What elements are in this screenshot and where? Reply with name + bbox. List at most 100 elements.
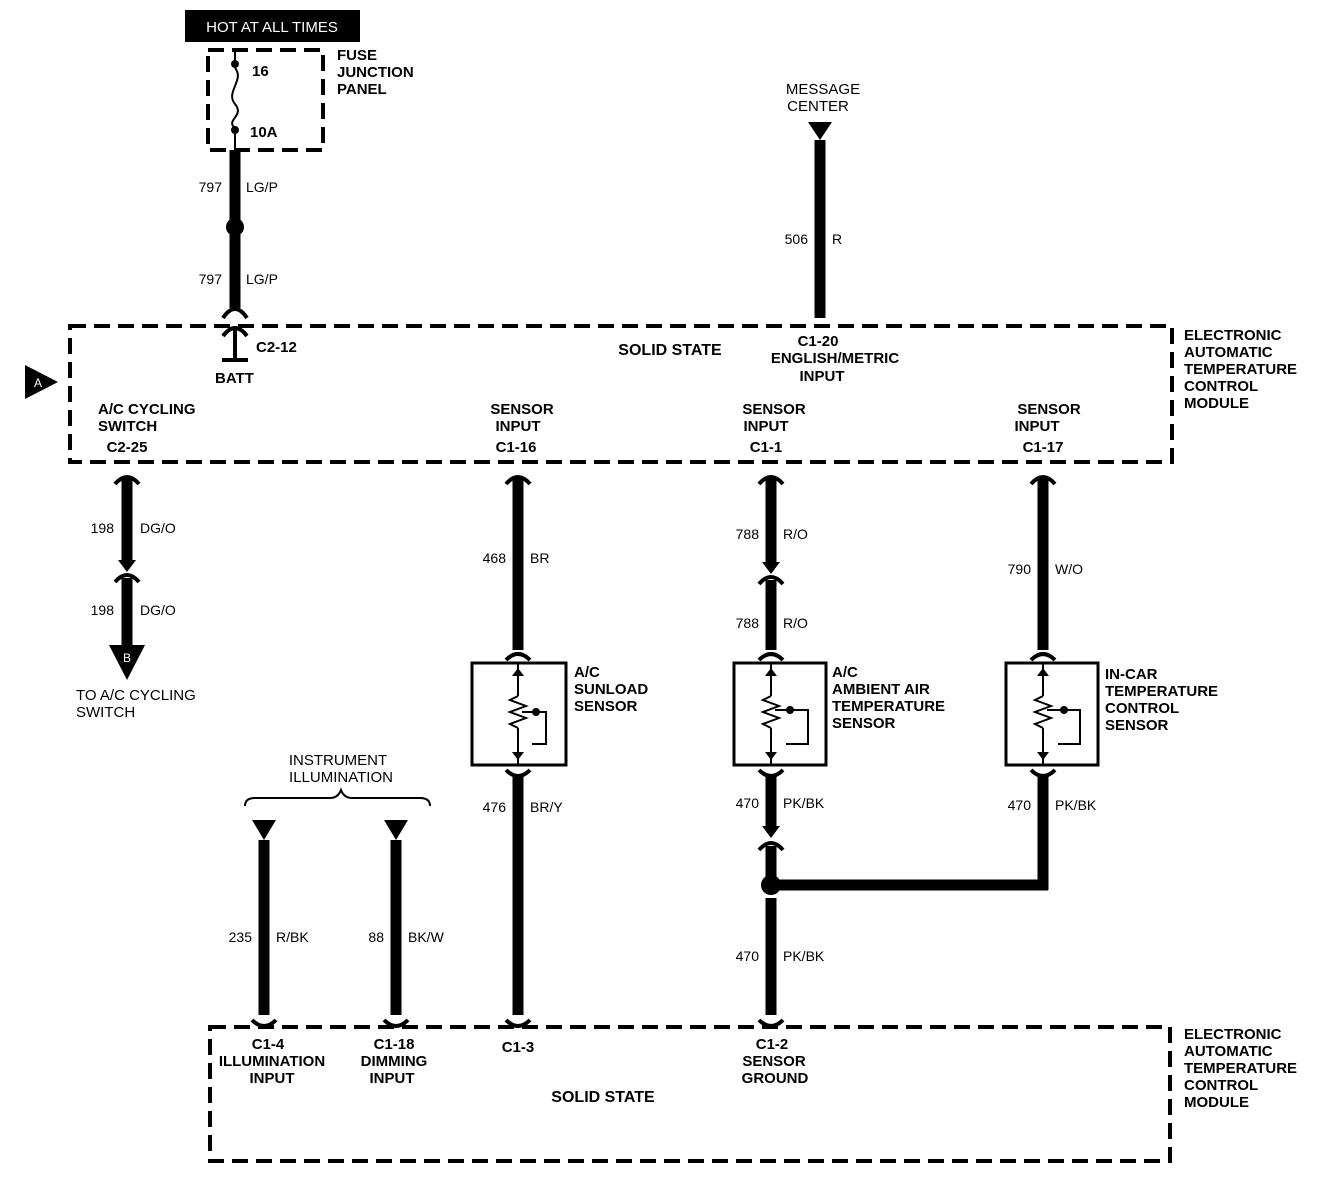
- sunload-sensor-label-1: A/C: [574, 664, 600, 681]
- c2-25-label: C2-25: [107, 439, 148, 456]
- wire-506-color: R: [832, 231, 842, 247]
- fuse-icon: [231, 50, 239, 150]
- module-bottom-name-2: AUTOMATIC: [1184, 1043, 1273, 1060]
- wire-470-num-c: 470: [736, 948, 760, 964]
- ambient-sensor-box: [732, 661, 828, 767]
- sensor-ground-label-2: GROUND: [742, 1070, 809, 1087]
- c2-12-label: C2-12: [256, 339, 297, 356]
- fuse-number: 16: [252, 63, 269, 80]
- c1-1-label: C1-1: [750, 439, 783, 456]
- wire-470-num-a: 470: [736, 795, 760, 811]
- sunload-sensor-label-2: SUNLOAD: [574, 681, 648, 698]
- wire-790-color: W/O: [1055, 561, 1083, 577]
- fuse-panel-label-2: JUNCTION: [337, 64, 414, 81]
- wire-198-num-a: 198: [91, 520, 115, 536]
- ac-cycling-label-2: SWITCH: [98, 418, 157, 435]
- wire-790-num: 790: [1008, 561, 1032, 577]
- instrument-illumination-label-1: INSTRUMENT: [289, 752, 387, 769]
- message-center-label-2: CENTER: [787, 98, 849, 115]
- wire-470-color-c: PK/BK: [783, 948, 825, 964]
- wire-198-num-b: 198: [91, 602, 115, 618]
- wire-468-num: 468: [483, 550, 507, 566]
- module-top-name-2: AUTOMATIC: [1184, 344, 1273, 361]
- illumination-arrow-icon: [252, 820, 276, 840]
- wire-198-inline-arrow-icon: [118, 560, 136, 572]
- module-top-name-5: MODULE: [1184, 395, 1249, 412]
- sensor-input-c1-16-label-2: INPUT: [496, 418, 541, 435]
- fuse-rating: 10A: [250, 124, 278, 141]
- c1-18-label: C1-18: [374, 1036, 415, 1053]
- to-ac-cycling-label-1: TO A/C CYCLING: [76, 687, 196, 704]
- connector-c1-3: [504, 1018, 532, 1028]
- module-top-name-4: CONTROL: [1184, 378, 1258, 395]
- ref-b-label: B: [123, 651, 131, 665]
- c1-16-label: C1-16: [496, 439, 537, 456]
- module-bottom-solid-state: SOLID STATE: [551, 1089, 655, 1106]
- module-top-name-3: TEMPERATURE: [1184, 361, 1297, 378]
- wire-88-num: 88: [368, 929, 384, 945]
- ambient-sensor-label-4: SENSOR: [832, 715, 896, 732]
- wire-797-num-a: 797: [199, 179, 223, 195]
- wire-476-num: 476: [483, 799, 507, 815]
- wire-470-num-b: 470: [1008, 797, 1032, 813]
- fuse-panel-label-3: PANEL: [337, 81, 387, 98]
- ambient-sensor-label-3: TEMPERATURE: [832, 698, 945, 715]
- connector-c2-25: [113, 475, 141, 486]
- ref-b-arrow-icon: [109, 645, 145, 680]
- wire-235-num: 235: [229, 929, 253, 945]
- wire-198-color-a: DG/O: [140, 520, 176, 536]
- sensor-input-c1-17-label-1: SENSOR: [1017, 401, 1081, 418]
- wire-235-color: R/BK: [276, 929, 309, 945]
- connector-c1-17: [1029, 475, 1057, 486]
- sunload-sensor-label-3: SENSOR: [574, 698, 638, 715]
- instrument-illumination-label-2: ILLUMINATION: [289, 769, 393, 786]
- dimming-arrow-icon: [384, 820, 408, 840]
- connector-c1-1: [757, 475, 785, 486]
- incar-sensor-label-2: TEMPERATURE: [1105, 683, 1218, 700]
- module-bottom-name-3: TEMPERATURE: [1184, 1060, 1297, 1077]
- dimming-input-label-2: INPUT: [370, 1070, 415, 1087]
- wire-470-inline-arrow-icon: [762, 826, 780, 838]
- wire-506-num: 506: [785, 231, 809, 247]
- illumination-input-label-2: INPUT: [250, 1070, 295, 1087]
- english-metric-label: ENGLISH/METRIC: [771, 350, 900, 367]
- sensor-input-c1-16-label-1: SENSOR: [490, 401, 554, 418]
- incar-sensor-label-1: IN-CAR: [1105, 666, 1158, 683]
- fuse-junction-panel-box: [206, 48, 325, 152]
- wire-788-color-b: R/O: [783, 615, 808, 631]
- wire-797-color-a: LG/P: [246, 179, 278, 195]
- dimming-input-label-1: DIMMING: [361, 1053, 428, 1070]
- connector-198-inline: [113, 573, 141, 584]
- ref-a-arrow-icon: [25, 365, 58, 399]
- ref-a-label: A: [34, 376, 42, 390]
- ambient-sensor-label-1: A/C: [832, 664, 858, 681]
- connector-788-inline: [757, 575, 785, 586]
- batt-label: BATT: [215, 370, 254, 387]
- c1-20-label: C1-20: [798, 333, 839, 350]
- wire-788-num-a: 788: [736, 526, 760, 542]
- connector-470-inline: [757, 841, 785, 852]
- ambient-sensor-label-2: AMBIENT AIR: [832, 681, 930, 698]
- connector-c1-18: [382, 1018, 410, 1028]
- sensor-ground-label-1: SENSOR: [742, 1053, 806, 1070]
- wire-788-num-b: 788: [736, 615, 760, 631]
- hot-at-all-times-label: HOT AT ALL TIMES: [206, 19, 338, 36]
- module-bottom-name-4: CONTROL: [1184, 1077, 1258, 1094]
- wire-88-color: BK/W: [408, 929, 445, 945]
- c1-17-label: C1-17: [1023, 439, 1064, 456]
- module-top-box: [68, 324, 1174, 464]
- module-top-solid-state: SOLID STATE: [618, 342, 722, 359]
- connector-c2-12: [221, 307, 249, 338]
- wire-476-color: BR/Y: [530, 799, 563, 815]
- wire-788-inline-arrow-icon: [762, 562, 780, 574]
- sensor-input-c1-1-label-1: SENSOR: [742, 401, 806, 418]
- wire-470-color-a: PK/BK: [783, 795, 825, 811]
- incar-sensor-label-4: SENSOR: [1105, 717, 1169, 734]
- wire-470-color-b: PK/BK: [1055, 797, 1097, 813]
- wire-797-color-b: LG/P: [246, 271, 278, 287]
- c1-2-label: C1-2: [756, 1036, 789, 1053]
- wire-788-color-a: R/O: [783, 526, 808, 542]
- message-center-label-1: MESSAGE: [786, 81, 860, 98]
- instrument-illumination-brace: [244, 787, 431, 807]
- hot-at-all-times-badge: [185, 10, 360, 42]
